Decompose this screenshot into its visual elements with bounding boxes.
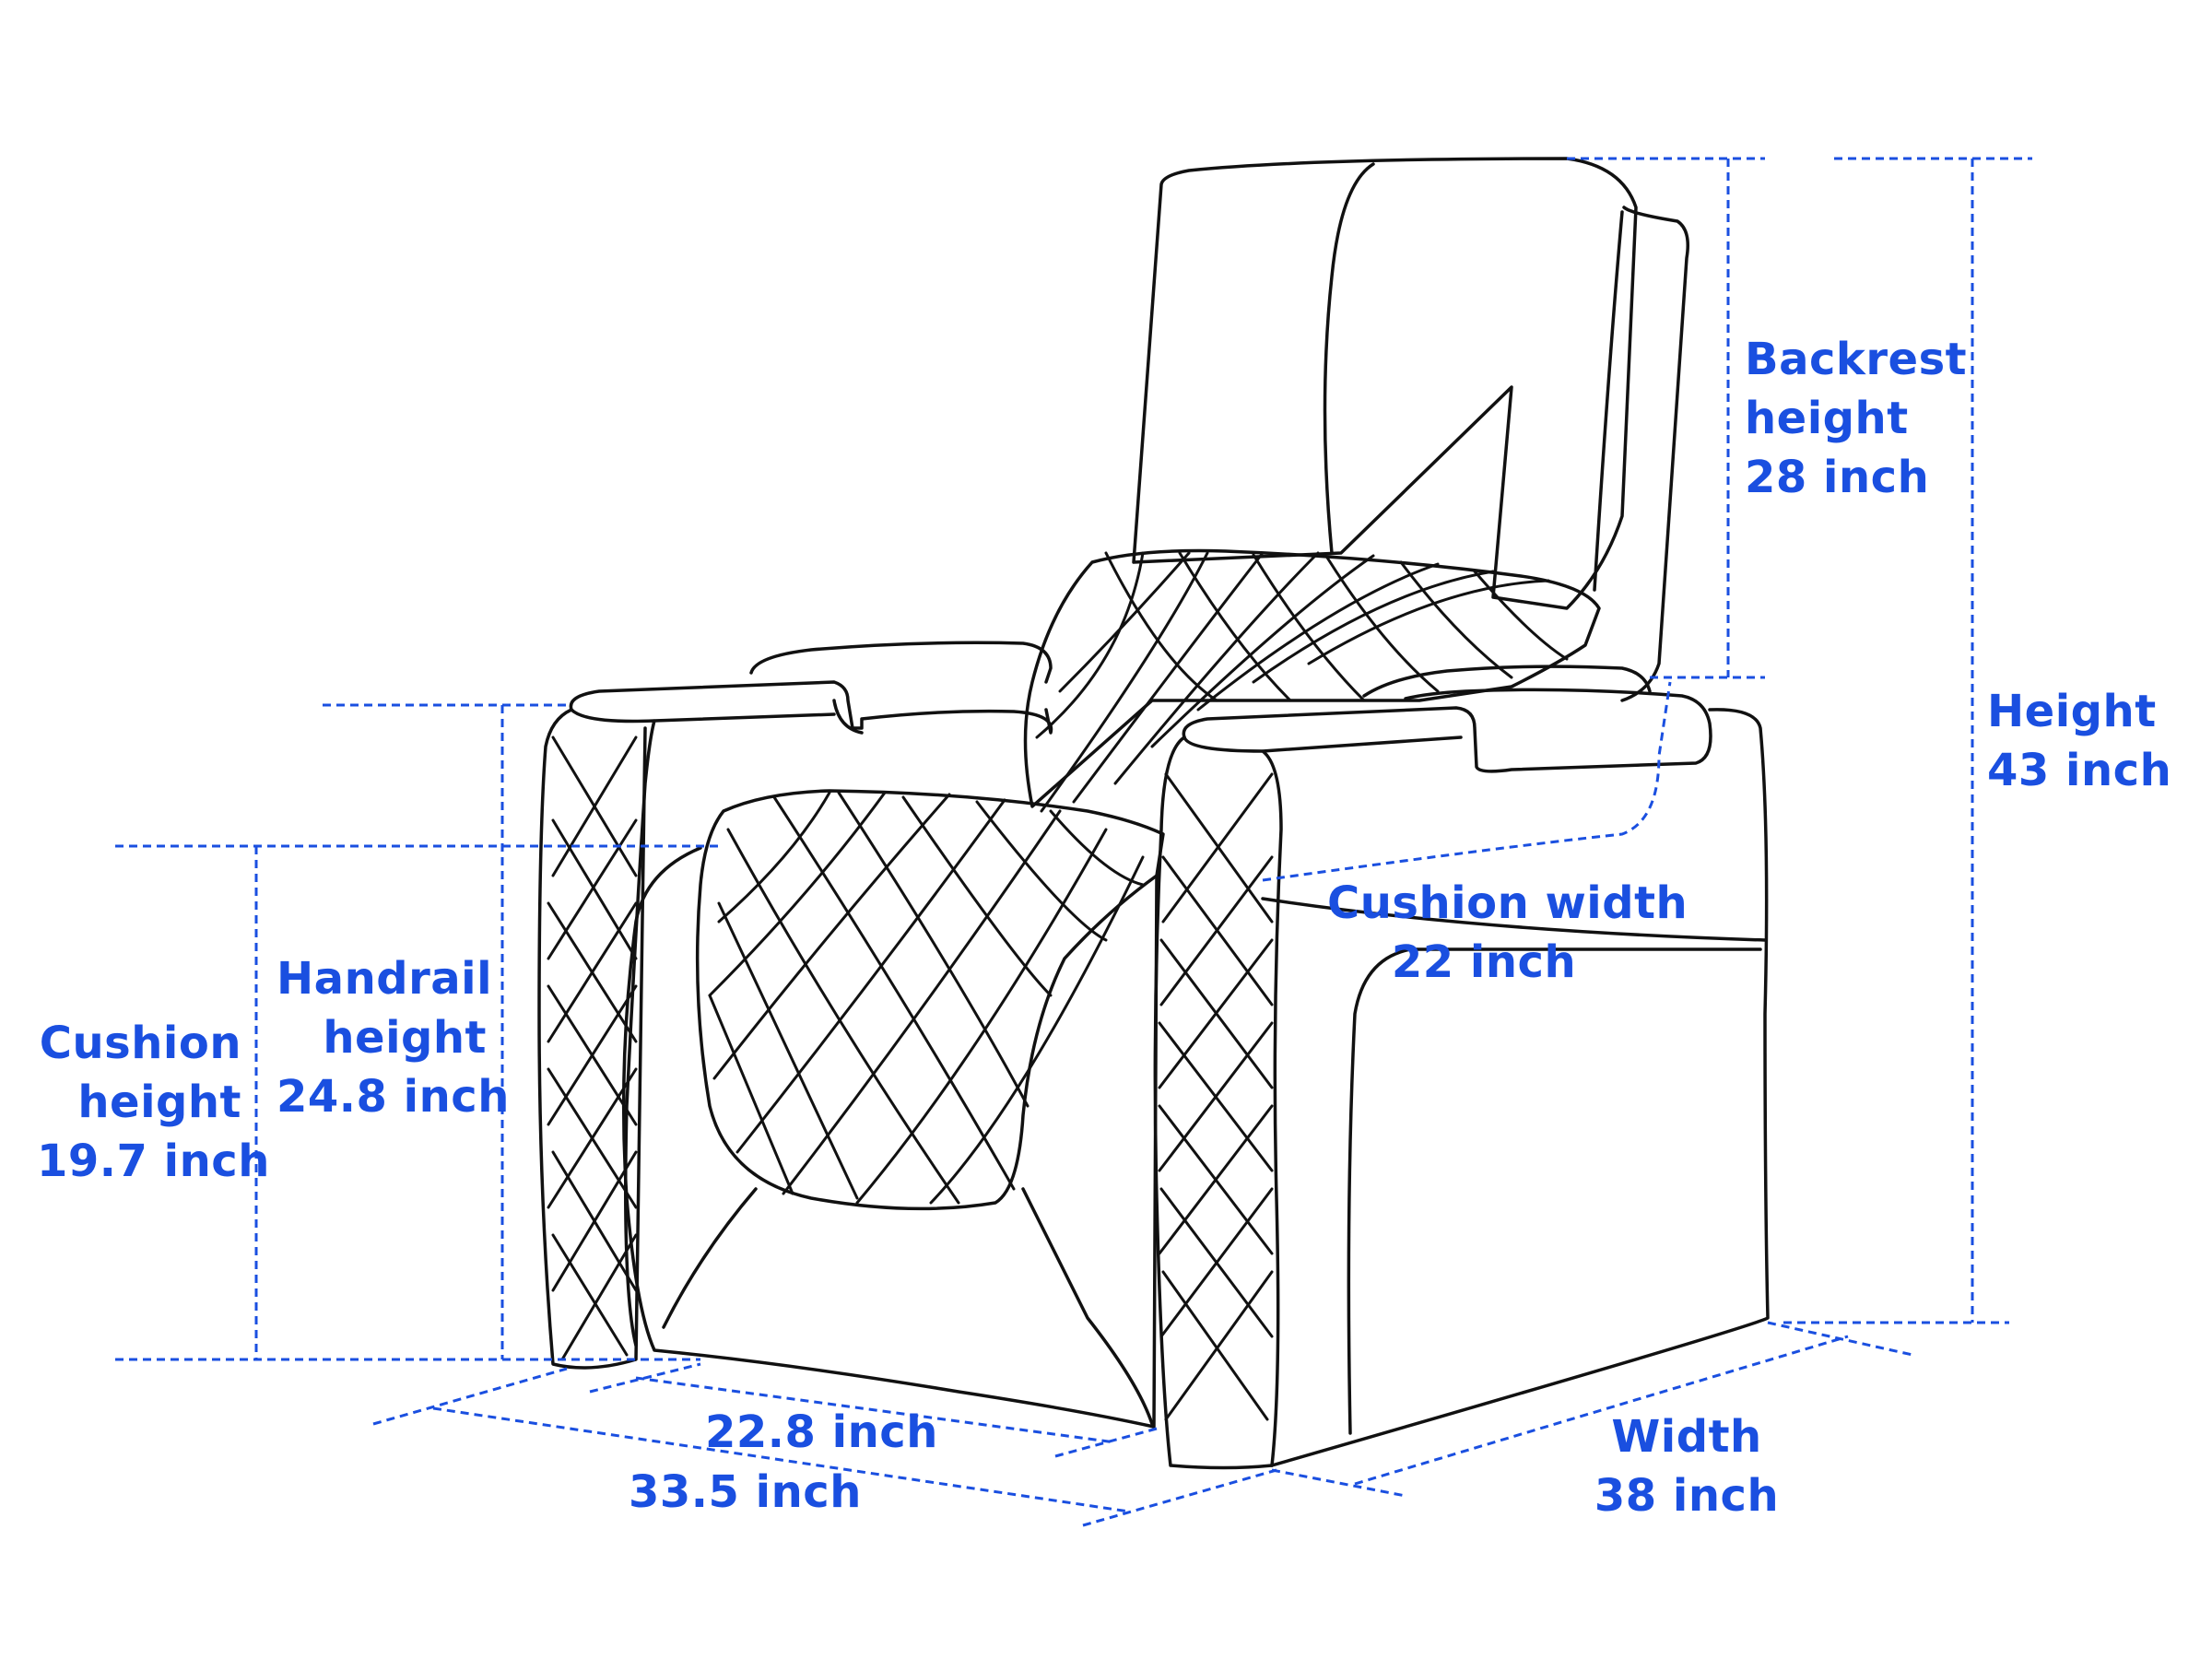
backrest-height-label: Backrest height 28 inch	[1745, 330, 1967, 507]
backrest-right-wing-inner	[1593, 210, 1624, 592]
seat-front-panel	[621, 846, 1159, 1429]
depth-inner-extension-left	[589, 1362, 701, 1394]
backrest-seam-line	[1323, 162, 1375, 555]
height-label-line1: Height	[1987, 686, 2157, 737]
cushion-height-label-line3: 19.7 inch	[37, 1135, 270, 1187]
right-footrest-panel	[1347, 947, 1762, 1435]
depth-outer-value: 33.5 inch	[629, 1466, 862, 1518]
handrail-label-line1: Handrail	[276, 953, 493, 1005]
depth-outer-label: 33.5 inch	[629, 1463, 862, 1522]
width-extension-back	[1767, 1321, 1913, 1357]
left-armrest-top	[570, 708, 836, 1347]
width-label-line2: 38 inch	[1594, 1470, 1780, 1522]
width-label: Width 38 inch	[1585, 1407, 1788, 1525]
seat-lower-curve	[1021, 1187, 1154, 1426]
cushion-width-label: Cushion width 22 inch	[1327, 874, 1688, 992]
left-armrest	[569, 680, 1053, 735]
handrail-label-line3: 24.8 inch	[276, 1071, 510, 1123]
height-label-line2: 43 inch	[1987, 745, 2172, 796]
right-cupholder	[1362, 665, 1652, 698]
right-body-seam	[1261, 897, 1767, 942]
backrest-right-wing	[1620, 206, 1689, 702]
width-label-line1: Width	[1611, 1411, 1762, 1463]
depth-outer-extension-left	[372, 1367, 568, 1426]
cushion-width-dimension-line	[1262, 681, 1672, 882]
depth-inner-dimension-line	[635, 1376, 1116, 1444]
handrail-height-label: Handrail height 24.8 inch	[276, 949, 510, 1126]
quilted-seat-pad	[695, 789, 1165, 1211]
right-armrest	[1182, 688, 1712, 773]
left-cupholder	[749, 641, 1053, 735]
depth-inner-extension-right	[1054, 1427, 1158, 1458]
left-arm-side-panel	[537, 708, 647, 1370]
cushion-height-label-line2: height	[77, 1077, 241, 1128]
width-extension-front	[1271, 1468, 1406, 1498]
quilted-back-pad	[1023, 548, 1601, 808]
seat-left-curve	[662, 1187, 758, 1329]
handrail-label-line2: height	[323, 1012, 487, 1064]
dimension-lines	[115, 157, 2032, 1527]
cushion-height-label: Cushion height 19.7 inch	[37, 1014, 270, 1191]
depth-outer-extension-right	[1082, 1468, 1277, 1527]
depth-inner-value: 22.8 inch	[705, 1406, 938, 1458]
backrest-label-line3: 28 inch	[1745, 452, 1930, 503]
height-label: Height 43 inch	[1987, 682, 2171, 800]
depth-inner-label: 22.8 inch	[705, 1403, 938, 1462]
cushion-width-label-line2: 22 inch	[1391, 936, 1577, 988]
quilting-pattern	[547, 551, 1569, 1421]
depth-outer-dimension-line	[432, 1406, 1130, 1513]
backrest-label-line2: height	[1745, 393, 1909, 444]
right-armrest-top	[1182, 735, 1463, 1467]
backrest-label-line1: Backrest	[1745, 334, 1968, 385]
right-arm-side-panel	[1153, 735, 1274, 1470]
recliner-chair-drawing	[537, 157, 1770, 1470]
cushion-height-label-line1: Cushion	[39, 1018, 241, 1069]
backrest-outline	[1132, 157, 1638, 610]
width-dimension-line	[1354, 1335, 1849, 1486]
cushion-width-label-line1: Cushion width	[1327, 877, 1688, 929]
right-outer-body	[1270, 708, 1770, 1467]
